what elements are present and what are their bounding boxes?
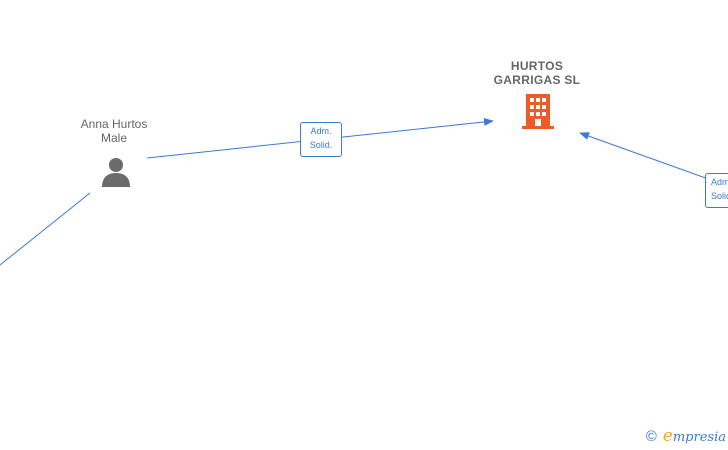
empresia-logo[interactable]: empresia bbox=[663, 426, 726, 446]
person-node-label[interactable]: Anna Hurtos Male bbox=[64, 117, 164, 145]
edge-label-right-type: Solid. bbox=[711, 191, 728, 201]
edge-label-main-role: Adm. bbox=[310, 126, 332, 136]
edge-label-right[interactable]: Adm. Solid. bbox=[705, 173, 728, 208]
edge-label-main[interactable]: Adm. Solid. bbox=[300, 122, 342, 157]
company-name-line1: HURTOS bbox=[510, 59, 564, 73]
person-name: Anna Hurtos bbox=[80, 117, 148, 131]
company-name-line2: GARRIGAS SL bbox=[493, 73, 581, 87]
copyright-symbol: © bbox=[645, 427, 657, 445]
edge-left-to-person bbox=[0, 192, 91, 266]
empresia-logo-text: mpresia bbox=[672, 430, 726, 445]
company-node-label[interactable]: HURTOS GARRIGAS SL bbox=[470, 59, 604, 87]
company-building-icon[interactable] bbox=[522, 94, 554, 130]
empresia-logo-initial: e bbox=[662, 426, 673, 446]
person-icon[interactable] bbox=[100, 156, 132, 188]
edge-label-main-type: Solid. bbox=[309, 140, 333, 150]
person-gender: Male bbox=[100, 131, 127, 145]
footer-branding: © empresia bbox=[646, 426, 726, 446]
edge-right-to-company bbox=[579, 132, 728, 187]
edge-label-right-role: Adm. bbox=[711, 177, 728, 187]
